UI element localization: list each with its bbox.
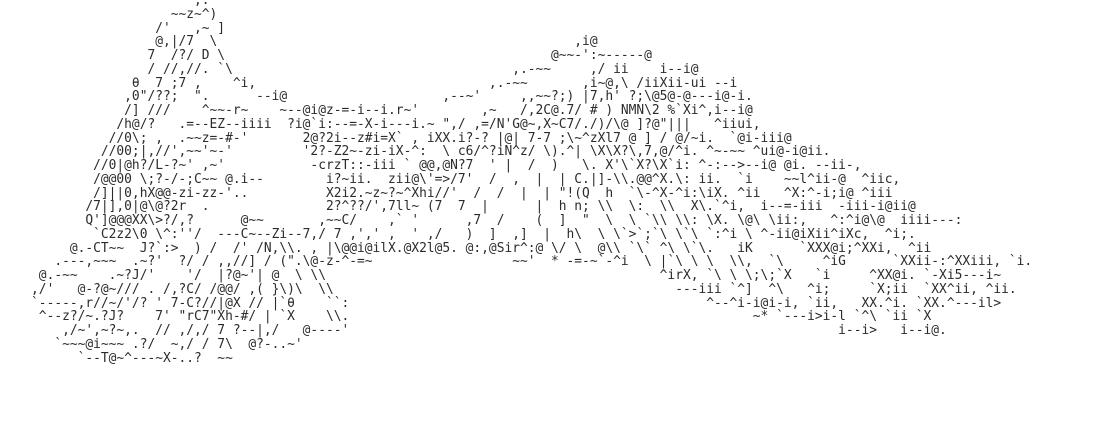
- art-line: ,0"/??; ". --i@ ,--~' ,,~~?;) |7,h' ?;\@…: [0, 89, 753, 105]
- art-line: .---,~~~ .~?' ?/ / ,,//] / (".\@-z-^-=~ …: [0, 254, 1033, 270]
- art-line: @.-~~ .~?J/' '/ |?@~'| @ \ \\ ^irX, `\ \…: [0, 268, 1002, 283]
- art-line: //0|@h?/L-?~' ,~' -crzT::-iii ` @@,@N?7 …: [0, 158, 862, 173]
- art-line: / //,//. `\ ,.-~~ ,/ ii i--i@: [0, 61, 699, 77]
- art-line: @.-CT~~ J?`:> ) / /' /N,\\. , |\@@i@ilX.…: [0, 240, 932, 256]
- art-line: /' ,~ ]: [0, 20, 226, 36]
- art-line: ,/' @-?@~/// . /,?C/ /@@/ ,( }\)\ \\ ---…: [0, 281, 1017, 297]
- art-line: `~~~@i~~~ .?/ ~,/ / 7\ @?-..~': [0, 336, 303, 352]
- art-line: //00;|,//',~~'~-' '2?-Z2~-zi-iX-^: \ c6/…: [0, 144, 831, 160]
- art-line: 7 /?/ D \ @~~-':~-----@: [0, 48, 652, 63]
- art-line: /7|],0|@\@?2r . 2?^??/',7ll~ (7 7 | | h …: [0, 199, 916, 215]
- art-line: `--T@~^---~X-..? ~~: [0, 350, 233, 366]
- art-line: `-----,r//~/'/? ' 7-C?//|@X // |`θ ``: ^…: [0, 295, 1002, 311]
- art-line: /] /// ^~~-r~ ~--@i@z-=-i--i.r~' ,~ /,2C…: [0, 103, 753, 118]
- art-line: /]||0,hX@@-zi-zz-'.. X2i2.~z~?~^Xhi//' /…: [0, 185, 893, 201]
- art-line: ,.: [0, 0, 210, 8]
- art-line: θ 7 ;7 , ^i, ,.-~~ ,i~@,\ /iiXii-ui --i: [0, 75, 738, 91]
- art-line: //0\; , .~~z=-#-' 2@?2i--z#i=X` , iXX.i?…: [0, 130, 792, 146]
- art-line: ^--z?/~.?J? 7' "rC7"Xh-#/ | `X \\. ~* `-…: [0, 309, 932, 325]
- art-line: Q']@@@XX\>?/,? @~~ ,~~C/ ,` ' ,7 / ( ] "…: [0, 213, 963, 228]
- art-line: ,/~',~?~,. // ,/,/ 7 ?--|,/ @----' i--i>…: [0, 323, 947, 338]
- art-line: /h@/? .=--EZ--iiii ?i@`i:--=-X-i---i.~ "…: [0, 116, 761, 132]
- art-line: @,|/7 \ ,i@: [0, 34, 598, 50]
- art-line: ~~z~^): [0, 6, 218, 22]
- art-line: /@@00 \;?-/-;C~~ @.i-- i?~ii. zii@\'=>/7…: [0, 171, 901, 187]
- ascii-art: ,. ~~z~^) /' ,~ ] @,|/7 \ ,i@ 7 /?/ D \: [0, 0, 1033, 366]
- art-line: `C2z2\0 \^:''/ ---C~--Zi--7,/ 7 ,',' , '…: [0, 226, 916, 242]
